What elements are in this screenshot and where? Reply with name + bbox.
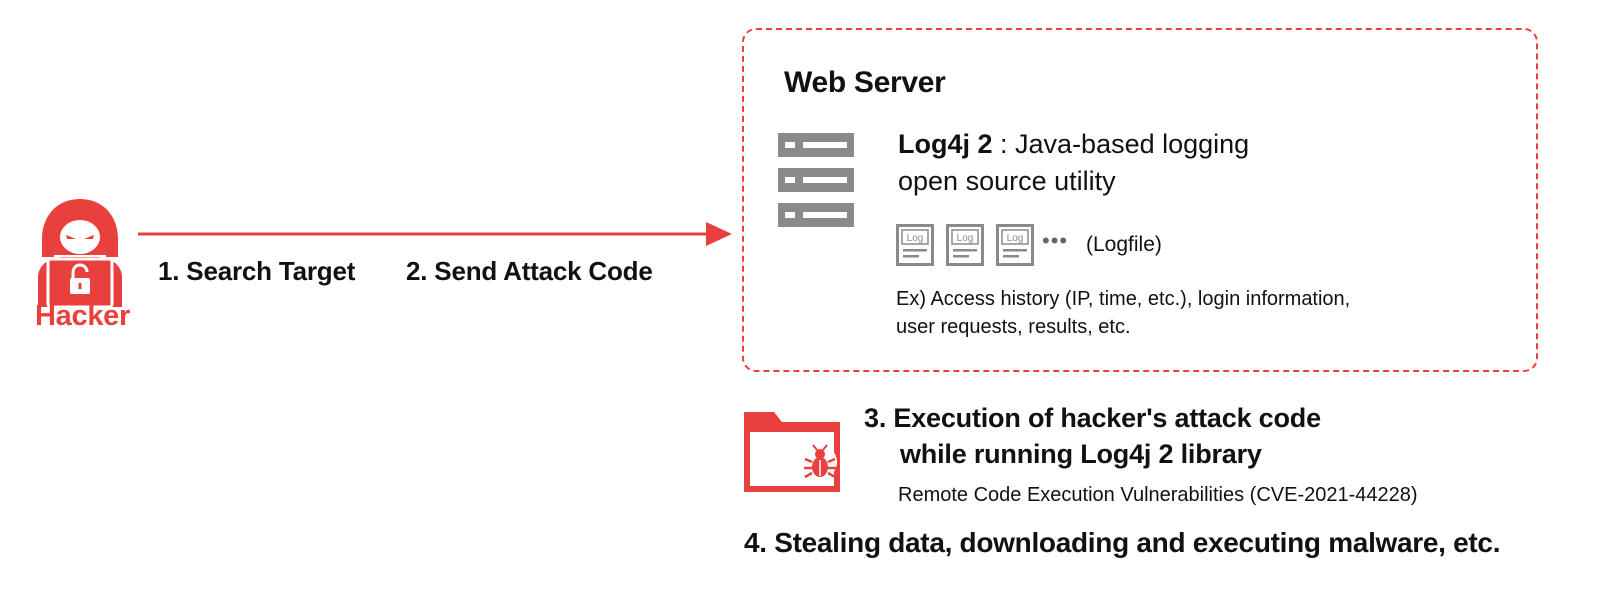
ellipsis: ••• <box>1042 228 1069 253</box>
log-file-icon: Log <box>946 224 984 266</box>
step-2-label: 2. Send Attack Code <box>406 256 653 286</box>
logfile-label: (Logfile) <box>1086 233 1162 256</box>
hacker-label: Hacker <box>35 300 130 332</box>
step-4-label: 4. Stealing data, downloading and execut… <box>744 527 1501 558</box>
log4j-name: Log4j 2 <box>898 129 993 159</box>
log4j-description-line2: open source utility <box>898 166 1116 196</box>
hacker-icon <box>38 199 122 309</box>
step-1-label: 1. Search Target <box>158 256 356 286</box>
svg-text:Log: Log <box>957 233 974 244</box>
folder-bug-icon <box>744 412 840 492</box>
log-file-icon: Log <box>896 224 934 266</box>
step-3-cve-note: Remote Code Execution Vulnerabilities (C… <box>898 484 1418 506</box>
log4j-description-line1: Log4j 2 : Java-based logging <box>898 129 1249 160</box>
log4j-description: : Java-based logging <box>1000 129 1250 159</box>
svg-text:Log: Log <box>1007 233 1024 244</box>
step-3-title-line2: while running Log4j 2 library <box>900 439 1262 469</box>
server-rack-icon <box>778 133 854 227</box>
log-example-line2: user requests, results, etc. <box>896 316 1131 338</box>
step-3-title-line1: 3. Execution of hacker's attack code <box>864 403 1321 433</box>
svg-text:Log: Log <box>907 233 924 244</box>
log-file-icon: Log <box>996 224 1034 266</box>
log-example-line1: Ex) Access history (IP, time, etc.), log… <box>896 288 1351 310</box>
web-server-title: Web Server <box>784 66 946 99</box>
attack-flow-arrow <box>138 222 732 246</box>
unlocked-padlock-icon <box>70 263 90 294</box>
web-server-box <box>742 28 1538 372</box>
